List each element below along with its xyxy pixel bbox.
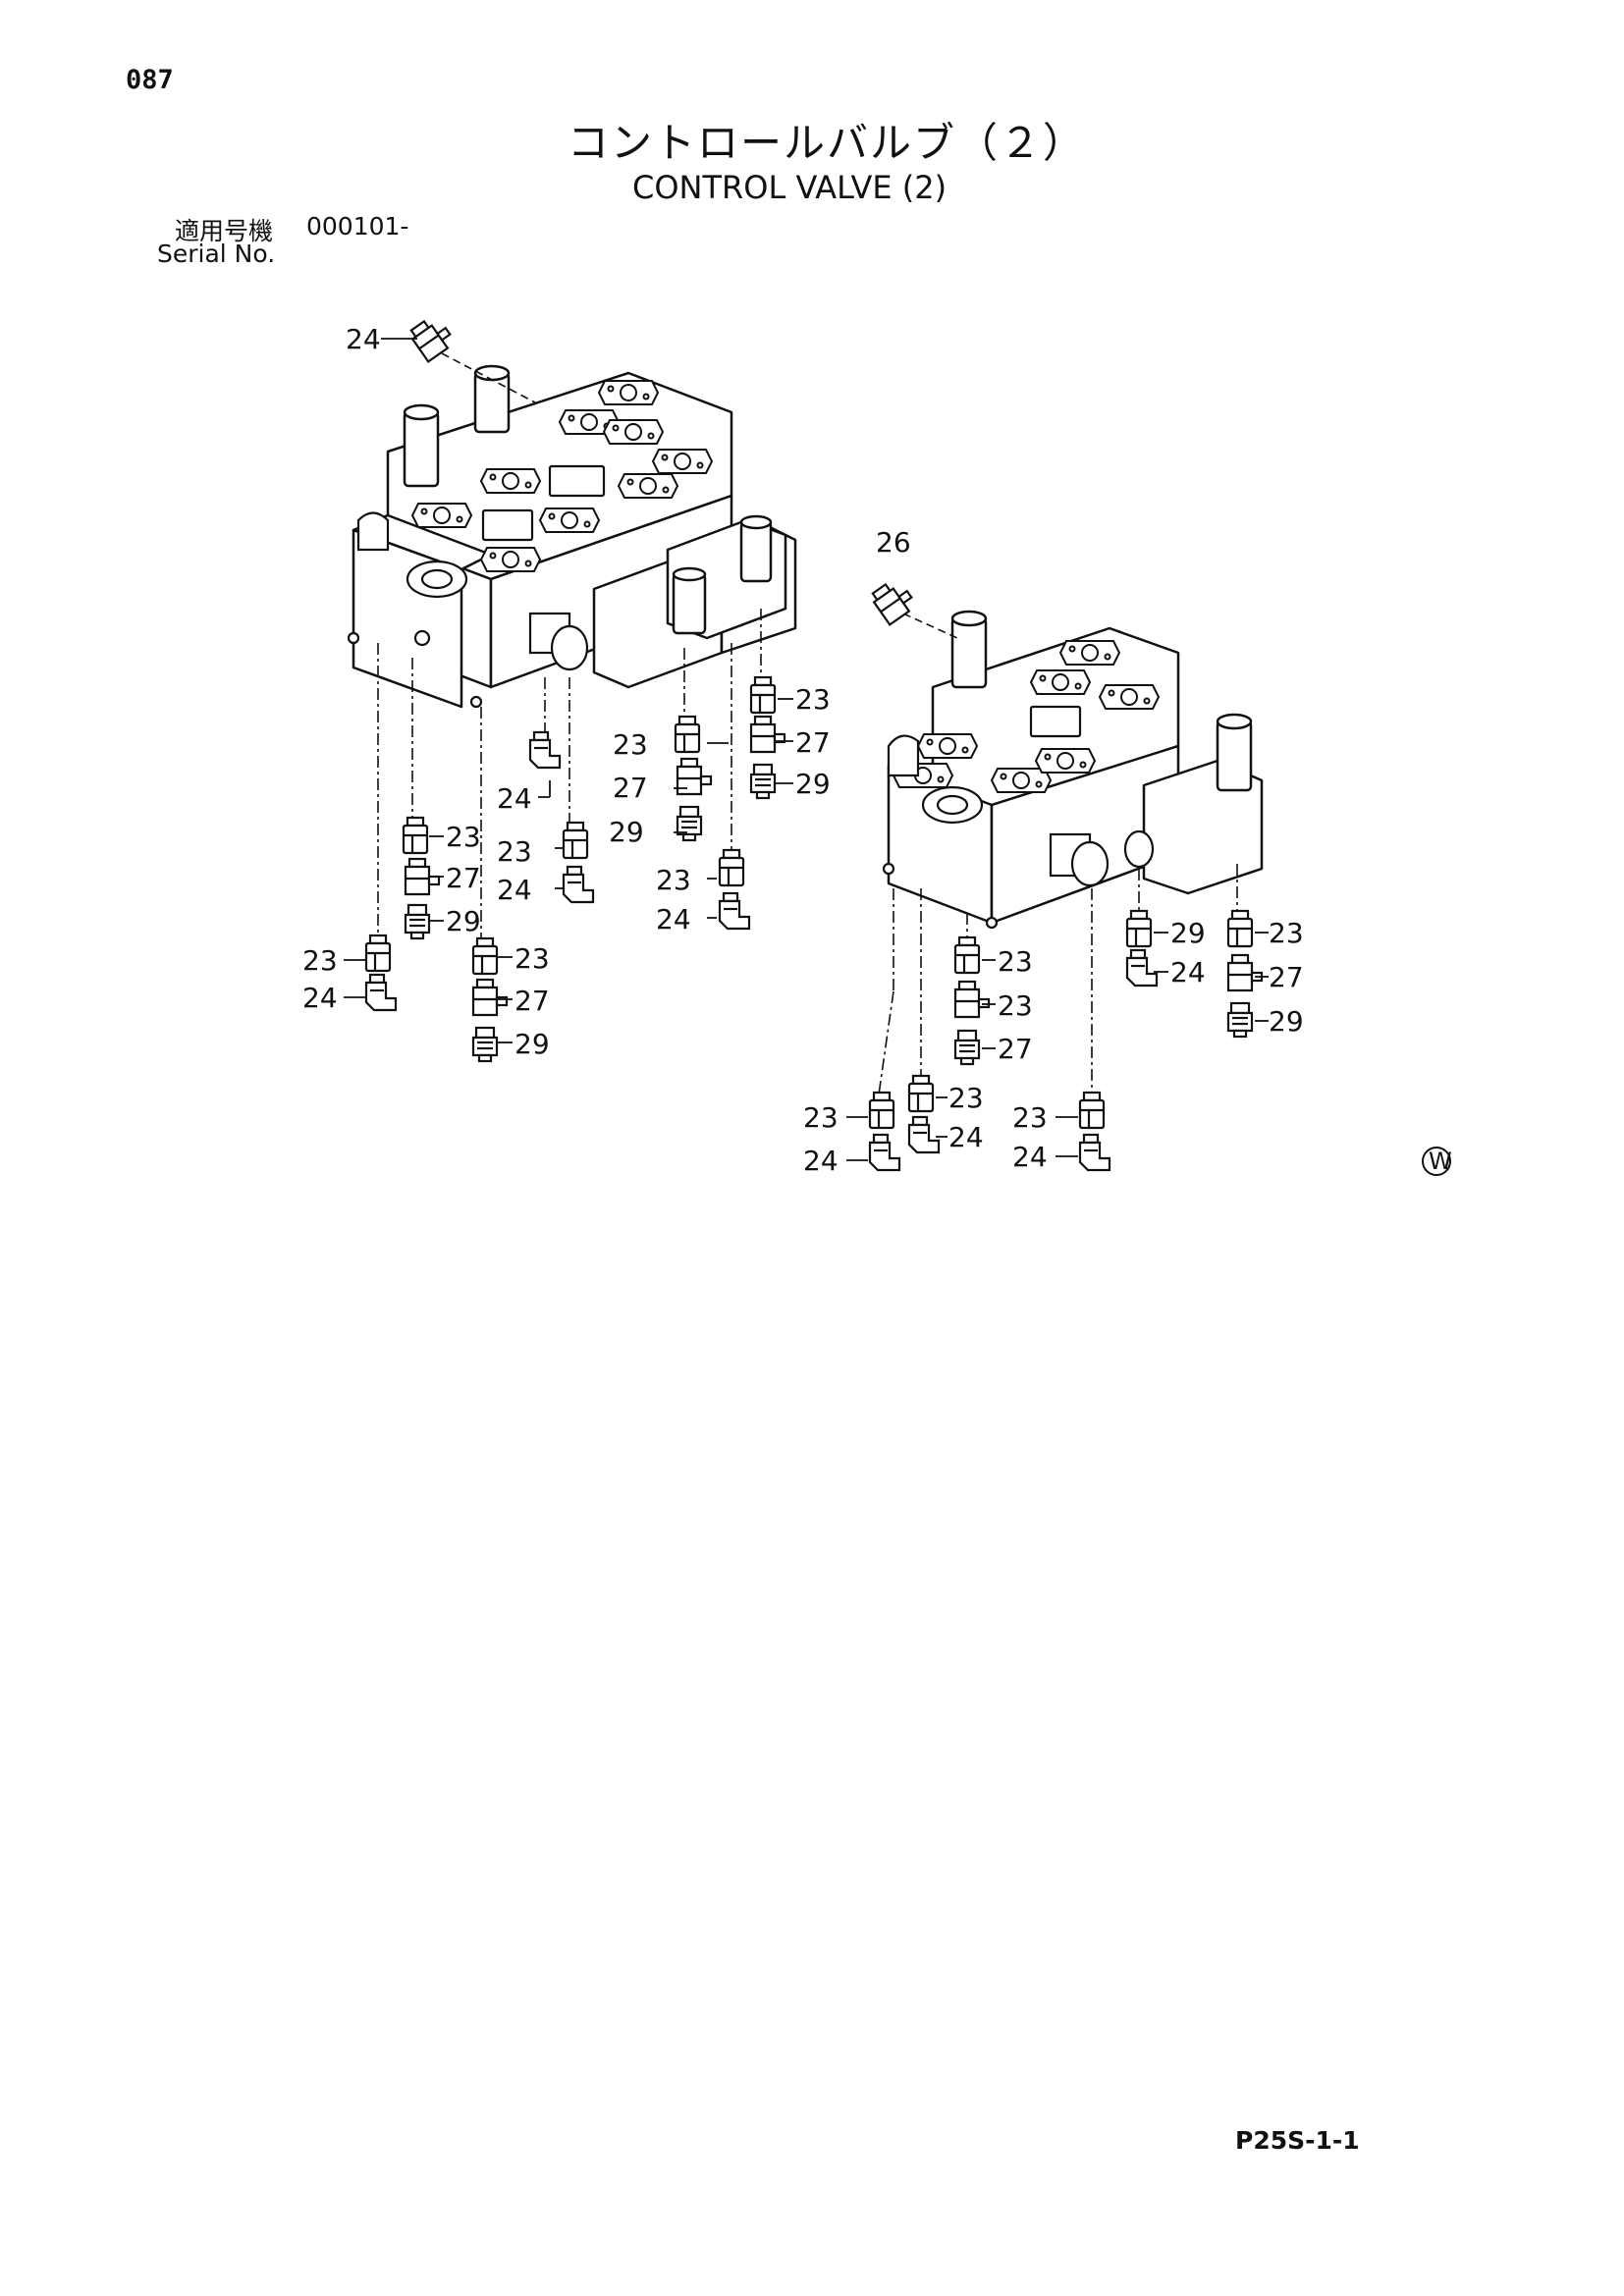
callout-label: 23 — [998, 989, 1033, 1022]
callout-label: 24 — [803, 1145, 839, 1177]
callout-label: 27 — [998, 1033, 1033, 1065]
callout-leaders — [344, 338, 1269, 1161]
leader-lines — [377, 352, 1238, 1095]
w-mark-letter: W — [1429, 1148, 1452, 1175]
left-valve-details — [347, 464, 606, 709]
callout-label: 24 — [1012, 1141, 1048, 1173]
serial-number-value: 000101- — [306, 212, 409, 240]
callout-label: 29 — [1269, 1005, 1304, 1038]
callout-label: 27 — [795, 726, 831, 759]
callout-label: 24 — [1170, 956, 1206, 988]
callout-label: 23 — [302, 944, 338, 977]
callout-label: 23 — [1269, 917, 1304, 949]
callout-label: 24 — [497, 874, 532, 906]
callout-label: 23 — [948, 1082, 984, 1114]
title-english: CONTROL VALVE (2) — [632, 169, 947, 206]
callout-label: 29 — [1170, 917, 1206, 949]
right-valve-details — [882, 705, 1155, 930]
page-number: 087 — [126, 65, 174, 95]
page-code: P25S-1-1 — [1235, 2126, 1360, 2155]
callout-label: 29 — [514, 1028, 550, 1060]
callout-label: 27 — [1269, 961, 1304, 993]
callout-label: 26 — [876, 526, 911, 559]
callout-label: 23 — [803, 1101, 839, 1134]
serial-label-english: Serial No. — [157, 240, 276, 268]
callout-numbers: 24 26 23 23 27 27 29 29 24 23 24 23 24 2… — [302, 323, 1304, 1177]
callout-label: 23 — [613, 728, 648, 761]
w-circle-icon: W — [1422, 1147, 1452, 1176]
callout-label: 29 — [446, 905, 481, 937]
callout-label: 23 — [656, 864, 691, 896]
callout-label: 23 — [998, 945, 1033, 978]
callout-label: 23 — [446, 821, 481, 853]
title-japanese: コントロールバルブ（２） — [568, 119, 1087, 167]
callout-label: 24 — [346, 323, 381, 355]
serial-label-japanese: 適用号機 — [175, 217, 274, 245]
callout-label: 29 — [609, 816, 644, 848]
callout-label: 23 — [1012, 1101, 1048, 1134]
fitting-26-top — [868, 575, 919, 626]
callout-label: 24 — [656, 903, 691, 935]
callout-label: 23 — [514, 942, 550, 975]
callout-label: 24 — [497, 782, 532, 815]
callout-label: 29 — [795, 768, 831, 800]
callout-label: 23 — [795, 683, 831, 716]
callout-label: 23 — [497, 835, 532, 868]
callout-label: 27 — [613, 772, 648, 804]
callout-label: 24 — [948, 1121, 984, 1153]
callout-label: 27 — [446, 862, 481, 894]
fitting-24-top — [406, 312, 458, 363]
callout-label: 24 — [302, 982, 338, 1014]
callout-label: 27 — [514, 985, 550, 1017]
